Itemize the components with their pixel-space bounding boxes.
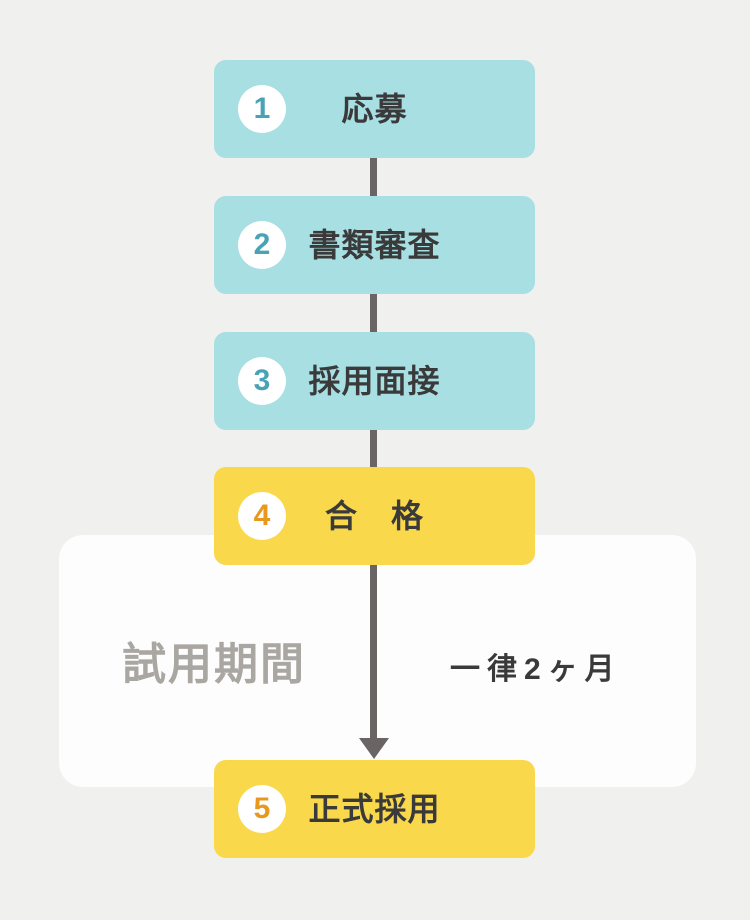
step-2-label: 書類審査 — [308, 227, 441, 263]
flow-arrow-down-icon — [359, 738, 389, 759]
step-1-label: 応募 — [341, 91, 408, 127]
step-2-number-badge: 2 — [238, 221, 286, 269]
step-5-official-hire: 5 正式採用 — [214, 760, 535, 858]
step-3-number-badge: 3 — [238, 357, 286, 405]
step-2-document-screening: 2 書類審査 — [214, 196, 535, 294]
step-1-apply: 1 応募 — [214, 60, 535, 158]
step-1-number-badge: 1 — [238, 85, 286, 133]
step-3-interview: 3 採用面接 — [214, 332, 535, 430]
step-5-number-badge: 5 — [238, 785, 286, 833]
trial-period-title: 試用期間 — [122, 640, 306, 689]
step-4-pass: 4 合 格 — [214, 467, 535, 565]
step-4-label: 合 格 — [324, 498, 424, 534]
step-5-label: 正式採用 — [308, 791, 441, 827]
step-3-label: 採用面接 — [308, 363, 441, 399]
step-4-number-badge: 4 — [238, 492, 286, 540]
trial-period-duration: 一律2ヶ月 — [450, 653, 622, 686]
